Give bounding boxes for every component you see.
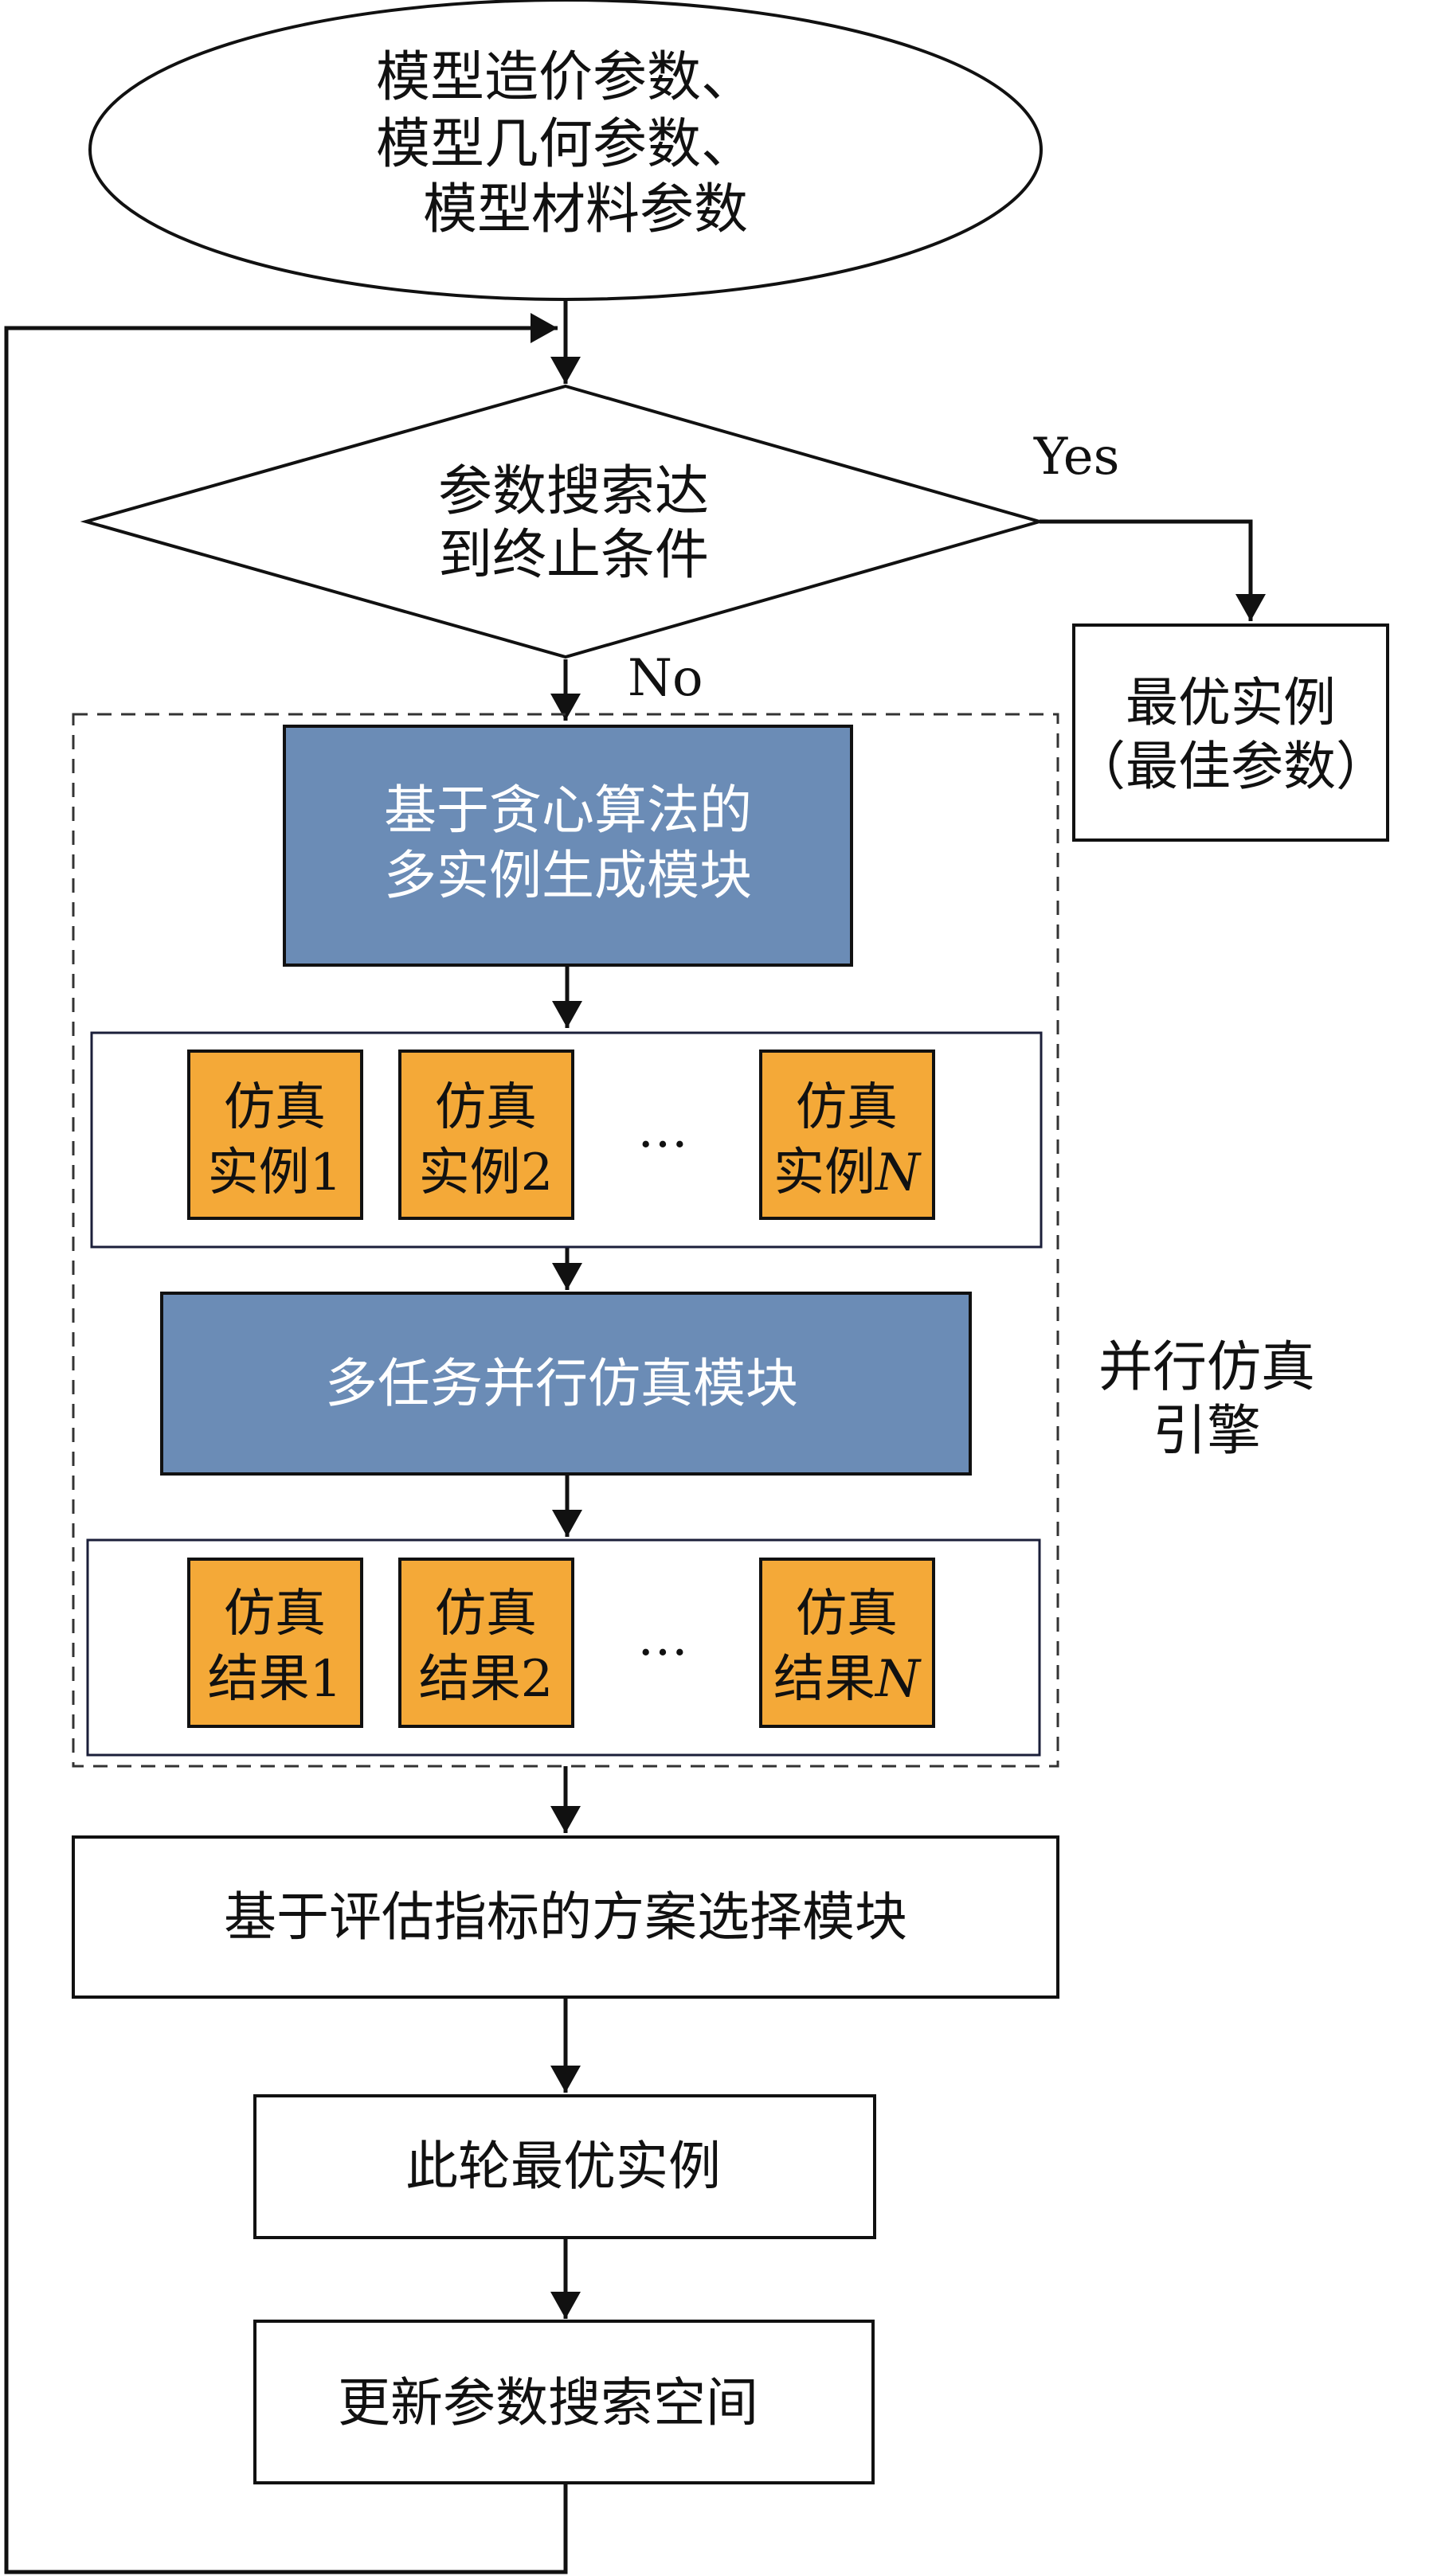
update-search-space-box: 更新参数搜索空间 (253, 2320, 875, 2484)
update-label: 更新参数搜索空间 (338, 2372, 758, 2433)
decision-line-1: 参数搜索达 (438, 460, 709, 523)
result-n: 仿真 结果N (759, 1558, 935, 1728)
result-1: 仿真 结果1 (187, 1558, 363, 1728)
no-label: No (628, 649, 703, 708)
result-n-bottom-text: 结果 (773, 1650, 875, 1709)
result-n-top: 仿真 (796, 1585, 898, 1644)
connectors (4, 299, 1266, 2574)
start-node: 模型造价参数、 模型几何参数、 模型材料参数 (88, 0, 1043, 301)
instance-2: 仿真 实例2 (398, 1050, 574, 1220)
instance-1: 仿真 实例1 (187, 1050, 363, 1220)
greedy-line-2: 多实例生成模块 (384, 845, 752, 906)
round-best-box: 此轮最优实例 (253, 2094, 876, 2239)
greedy-line-1: 基于贪心算法的 (384, 780, 752, 841)
start-line-2: 模型几何参数、 (376, 113, 755, 176)
instance-n-suffix: N (874, 1143, 922, 1202)
instance-1-top: 仿真 (224, 1078, 326, 1137)
result-1-top: 仿真 (224, 1585, 326, 1644)
decision-line-2: 到终止条件 (438, 524, 709, 587)
instance-n-top: 仿真 (796, 1078, 898, 1137)
engine-label-line-1: 并行仿真 (1098, 1336, 1315, 1399)
parallel-module-label: 多任务并行仿真模块 (325, 1353, 798, 1414)
result-2-bottom: 结果2 (419, 1650, 554, 1709)
parallel-simulation-module: 多任务并行仿真模块 (160, 1292, 972, 1476)
result-2-top: 仿真 (435, 1585, 537, 1644)
decision-node: 参数搜索达 到终止条件 (80, 384, 1046, 659)
result-2: 仿真 结果2 (398, 1558, 574, 1728)
start-line-1: 模型造价参数、 (376, 46, 755, 109)
instance-2-bottom: 实例2 (419, 1143, 554, 1202)
yes-label: Yes (1033, 428, 1119, 487)
round-best-label: 此轮最优实例 (405, 2136, 721, 2197)
arrow-loop-back (4, 313, 568, 2574)
results-ellipsis: … (637, 1609, 688, 1667)
selection-module: 基于评估指标的方案选择模块 (72, 1835, 1059, 1999)
result-1-bottom: 结果1 (208, 1650, 343, 1709)
best-line-1: 最优实例 (1126, 672, 1336, 733)
engine-label-line-2: 引擎 (1153, 1400, 1261, 1463)
best-line-2: （最佳参数） (1073, 736, 1388, 797)
instance-n: 仿真 实例N (759, 1050, 935, 1220)
result-n-bottom: 结果N (773, 1650, 922, 1709)
start-line-3: 模型材料参数 (423, 178, 748, 241)
instances-ellipsis: … (637, 1100, 688, 1159)
greedy-generation-module: 基于贪心算法的 多实例生成模块 (283, 725, 853, 967)
arrow-yes-to-best (1040, 519, 1266, 621)
best-instance-box: 最优实例 （最佳参数） (1072, 623, 1389, 842)
parallel-engine-container (72, 713, 1059, 1768)
instance-1-bottom: 实例1 (208, 1143, 343, 1202)
result-n-suffix: N (874, 1650, 922, 1709)
instance-n-bottom-text: 实例 (773, 1143, 875, 1202)
instance-2-top: 仿真 (435, 1078, 537, 1137)
selection-label: 基于评估指标的方案选择模块 (224, 1886, 907, 1948)
instance-n-bottom: 实例N (773, 1143, 922, 1202)
